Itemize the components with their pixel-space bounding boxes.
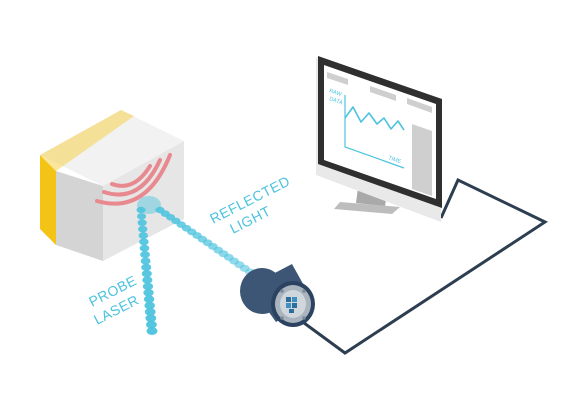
probe-laser-bead xyxy=(139,244,150,252)
box-front xyxy=(56,171,103,261)
probe-laser-bead xyxy=(138,225,148,233)
probe-laser-bead xyxy=(137,219,147,227)
y-axis-label-line2: DATA xyxy=(328,96,343,106)
probe-laser-bead xyxy=(146,327,158,335)
probe-laser-bead xyxy=(141,263,152,271)
monitor-icon: RAW DATA TIME xyxy=(316,56,442,222)
box-top xyxy=(40,110,184,186)
chart-axes xyxy=(344,95,405,169)
light-sensor-icon xyxy=(240,264,315,327)
probe-laser-bead xyxy=(138,232,149,239)
probe-laser-bead xyxy=(143,289,154,297)
probe-laser-bead xyxy=(140,257,151,265)
probe-laser-bead xyxy=(142,282,154,291)
probe-laser-bead xyxy=(143,295,155,303)
signal-waves-icon xyxy=(95,153,172,206)
y-axis-label-line1: RAW xyxy=(328,88,343,98)
box-yellow-side xyxy=(40,155,56,245)
probe-laser-bead xyxy=(141,270,152,278)
probe-laser-bead xyxy=(145,314,157,323)
probe-laser-bead xyxy=(145,320,157,329)
x-axis-label: TIME xyxy=(387,155,402,165)
probe-laser-bead xyxy=(144,301,155,310)
raw-data-line xyxy=(344,106,405,131)
probe-laser-bead xyxy=(144,308,156,316)
probe-laser-bead xyxy=(136,206,146,214)
probe-laser-bead xyxy=(137,213,147,220)
probe-laser-bead xyxy=(142,276,153,284)
cable xyxy=(299,177,549,355)
probe-laser-bead xyxy=(140,251,150,259)
probe-laser-beam xyxy=(136,206,158,335)
probe-laser-bead xyxy=(139,238,149,246)
